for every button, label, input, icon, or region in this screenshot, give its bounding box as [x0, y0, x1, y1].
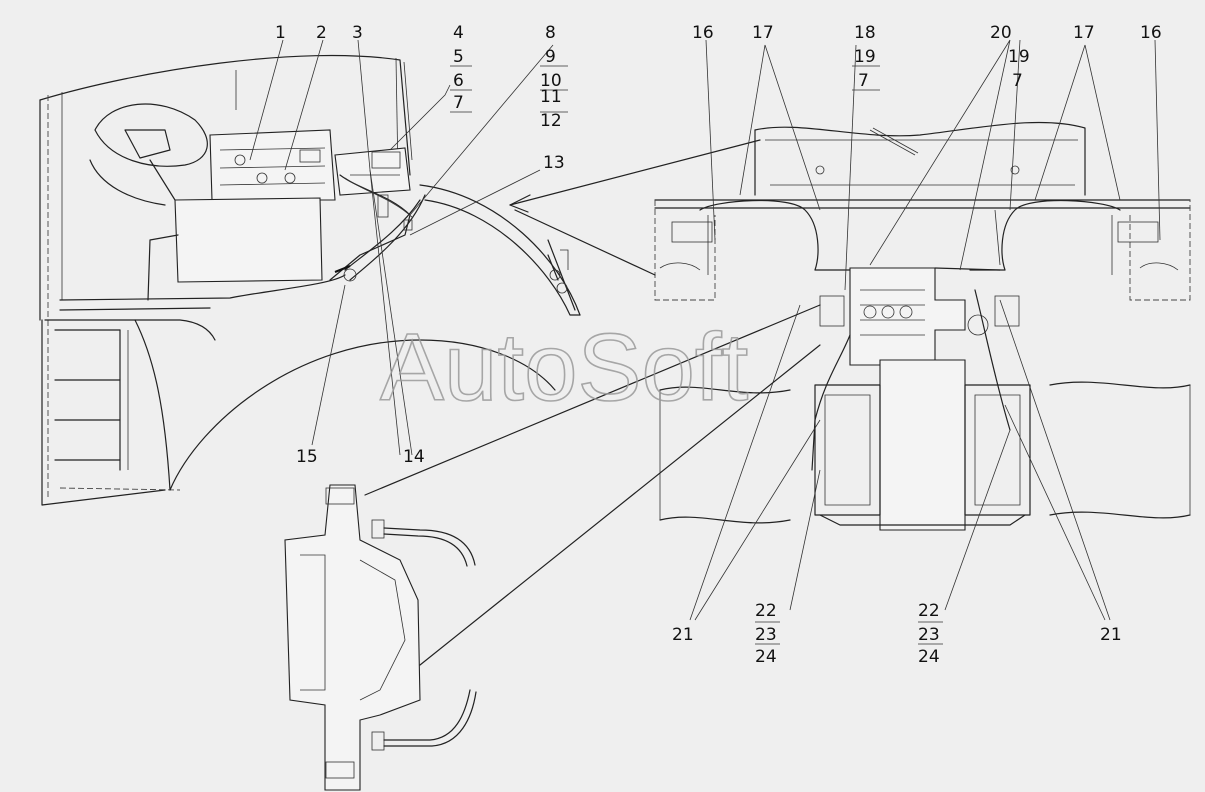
callout-17-right: 17 [1073, 23, 1095, 43]
callout-7-left: 7 [453, 93, 464, 113]
valve-detail-view [284, 304, 821, 791]
rear-view [509, 39, 1191, 645]
callout-9: 9 [545, 47, 556, 67]
callout-14: 14 [403, 447, 425, 467]
callout-18: 18 [854, 23, 876, 43]
callout-16-left: 16 [692, 23, 714, 43]
watermark-text: AutoSoft [380, 314, 748, 421]
callout-16-right: 16 [1140, 23, 1162, 43]
callout-2: 2 [316, 23, 327, 43]
callout-3: 3 [352, 23, 363, 43]
callout-24-left: 24 [755, 647, 777, 667]
callout-11: 11 [540, 87, 562, 107]
callout-5: 5 [453, 47, 464, 67]
callout-20: 20 [990, 23, 1012, 43]
callout-19-right: 19 [1008, 47, 1030, 67]
cab-side-view [39, 39, 581, 506]
callout-6: 6 [453, 71, 464, 91]
callout-21-right: 21 [1100, 625, 1122, 645]
callout-17-left: 17 [752, 23, 774, 43]
callout-22-left: 22 [755, 601, 777, 621]
callout-24-right: 24 [918, 647, 940, 667]
callout-23-right: 23 [918, 625, 940, 645]
callout-15: 15 [296, 447, 318, 467]
callout-labels: 1 2 3 4 5 6 7 8 9 10 11 12 13 14 15 16 1… [275, 23, 1162, 667]
callout-7-right: 7 [1012, 71, 1023, 91]
callout-19-center: 19 [854, 47, 876, 67]
callout-23-left: 23 [755, 625, 777, 645]
callout-1: 1 [275, 23, 286, 43]
callout-13: 13 [543, 153, 565, 173]
callout-22-right: 22 [918, 601, 940, 621]
callout-4: 4 [453, 23, 464, 43]
callout-7-center: 7 [858, 71, 869, 91]
callout-10: 10 [540, 71, 562, 91]
callout-21-left: 21 [672, 625, 694, 645]
callout-12: 12 [540, 111, 562, 131]
callout-8: 8 [545, 23, 556, 43]
